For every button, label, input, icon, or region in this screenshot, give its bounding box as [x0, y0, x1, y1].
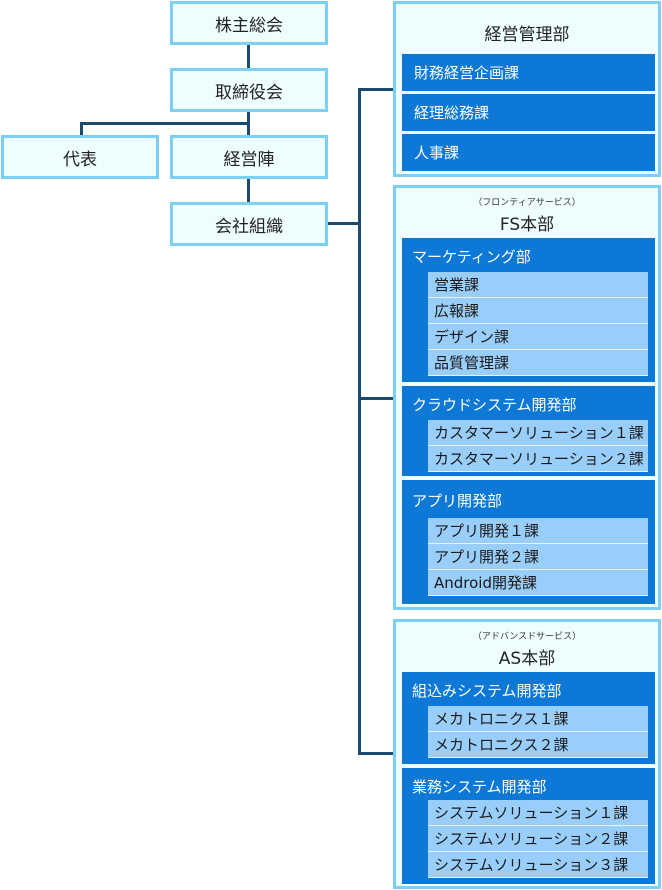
as-hq-ruby: （アドバンスドサービス）: [472, 632, 582, 642]
fs-dept-label: クラウドシステム開発部: [412, 396, 577, 414]
connector-org-spine: [327, 222, 361, 225]
fs-dept-cloud: クラウドシステム開発部 カスタマーソリューション１課 カスタマーソリューション２…: [402, 386, 655, 476]
representative-box: 代表: [1, 135, 159, 179]
connector-rep-drop: [80, 122, 83, 136]
connector-spine: [358, 88, 361, 755]
management-team-box: 経営陣: [170, 135, 328, 179]
fs-headquarters-box: （フロンティアサービス） FS本部 マーケティング部 営業課 広報課 デザイン課…: [393, 185, 661, 610]
connector-mgmt-drop: [247, 122, 250, 136]
fs-section: カスタマーソリューション１課: [428, 420, 648, 446]
fs-hq-ruby: （フロンティアサービス）: [473, 198, 581, 208]
fs-section: 品質管理課: [428, 350, 648, 376]
fs-section: カスタマーソリューション２課: [428, 446, 648, 472]
fs-section: Android開発課: [428, 570, 648, 596]
fs-dept-label: マーケティング部: [412, 248, 531, 266]
management-section: 経理総務課: [402, 94, 655, 131]
as-dept-business: 業務システム開発部 システムソリューション１課 システムソリューション２課 シス…: [402, 768, 655, 884]
as-section: システムソリューション１課: [428, 800, 648, 826]
shareholders-meeting-box: 株主総会: [170, 1, 328, 45]
connector-mgmt-org: [247, 179, 250, 203]
connector-branch-management: [358, 88, 394, 91]
fs-dept-label: アプリ開発部: [412, 492, 503, 510]
fs-section: 営業課: [428, 272, 648, 298]
connector-board-down: [247, 111, 250, 125]
management-section: 財務経営企画課: [402, 54, 655, 91]
fs-dept-app: アプリ開発部 アプリ開発１課 アプリ開発２課 Android開発課: [402, 480, 655, 604]
company-organization-box: 会社組織: [170, 202, 328, 246]
as-section: メカトロニクス２課: [428, 732, 648, 758]
fs-section: デザイン課: [428, 324, 648, 350]
connector-branch-fs: [358, 397, 394, 400]
as-hq-title: AS本部: [498, 649, 556, 669]
fs-hq-title: FS本部: [499, 215, 555, 235]
connector-branch-as: [358, 752, 394, 755]
fs-section: 広報課: [428, 298, 648, 324]
as-dept-embedded: 組込みシステム開発部 メカトロニクス１課 メカトロニクス２課: [402, 672, 655, 764]
as-dept-label: 組込みシステム開発部: [412, 682, 562, 700]
connector-horizontal-rep-mgmt: [80, 122, 250, 125]
as-section: システムソリューション２課: [428, 826, 648, 852]
as-section: メカトロニクス１課: [428, 706, 648, 732]
board-of-directors-box: 取締役会: [170, 68, 328, 112]
management-dept-title: 経営管理部: [484, 25, 570, 45]
management-section: 人事課: [402, 134, 655, 171]
as-dept-label: 業務システム開発部: [412, 778, 547, 796]
fs-dept-marketing: マーケティング部 営業課 広報課 デザイン課 品質管理課: [402, 238, 655, 382]
management-dept-box: 経営管理部 財務経営企画課 経理総務課 人事課: [393, 1, 661, 177]
fs-section: アプリ開発２課: [428, 544, 648, 570]
as-headquarters-box: （アドバンスドサービス） AS本部 組込みシステム開発部 メカトロニクス１課 メ…: [393, 619, 661, 889]
connector-shareholders-board: [247, 44, 250, 68]
fs-section: アプリ開発１課: [428, 518, 648, 544]
as-section: システムソリューション３課: [428, 852, 648, 878]
